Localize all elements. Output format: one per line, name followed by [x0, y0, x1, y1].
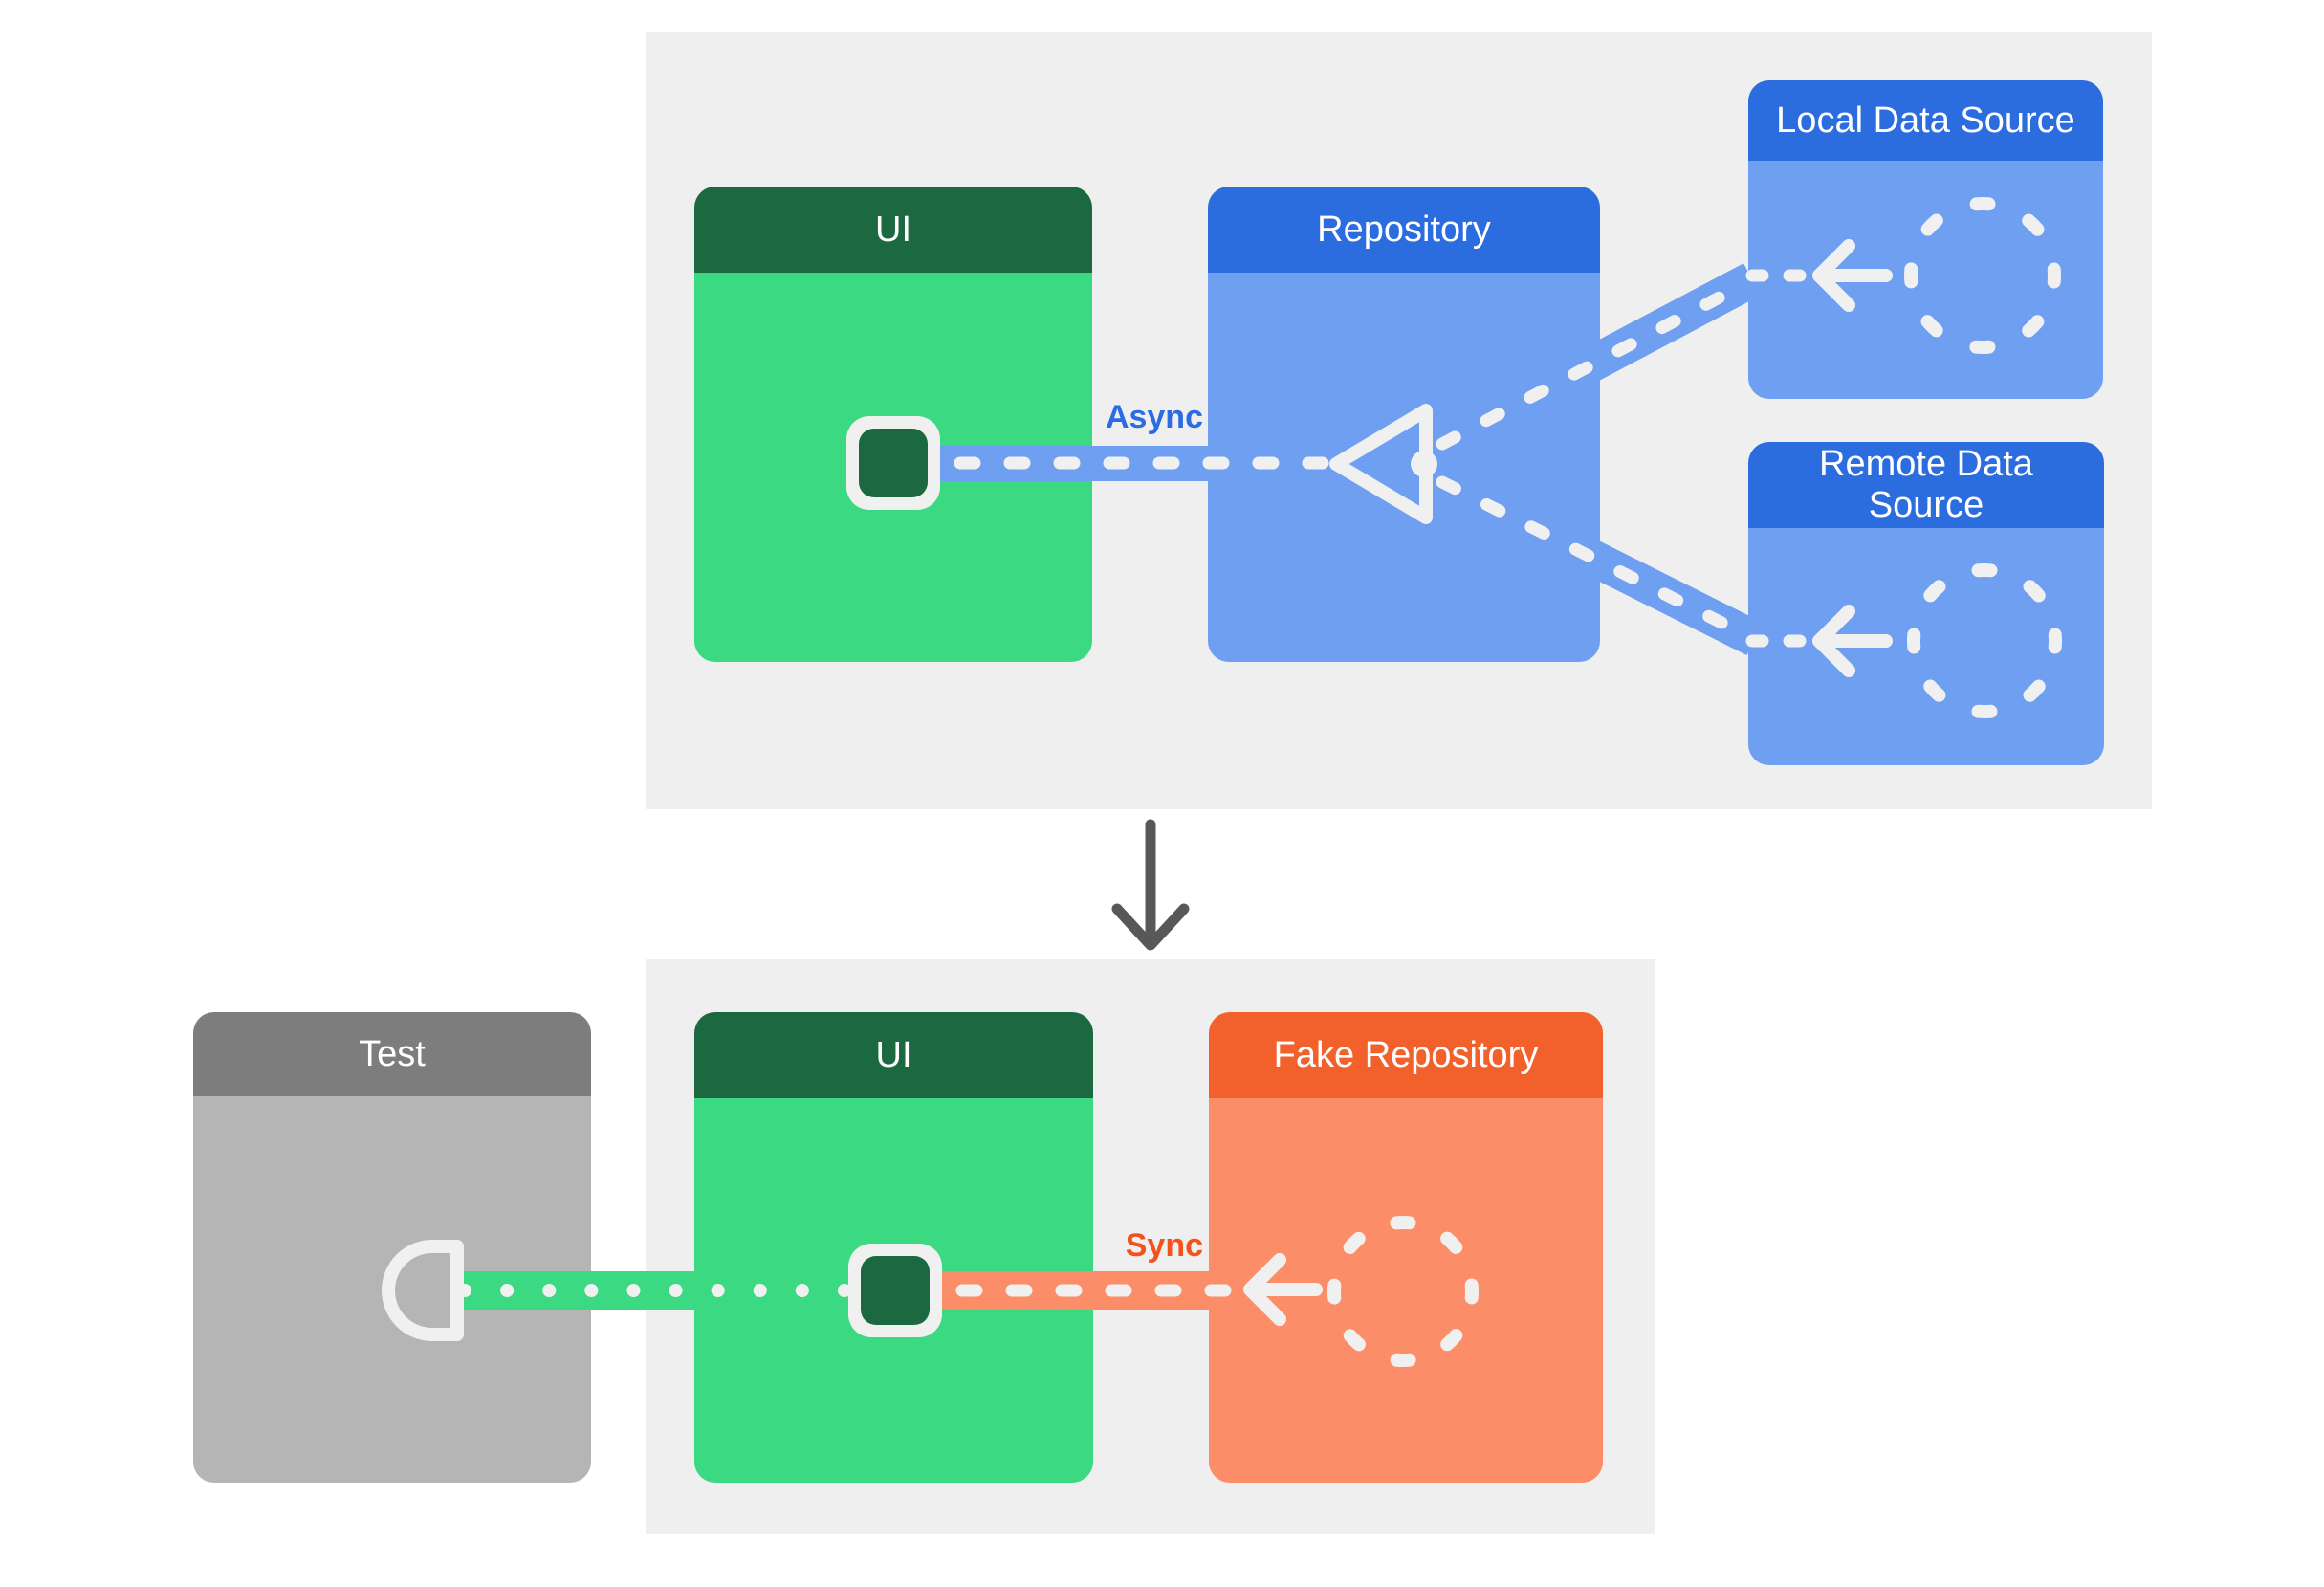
- ui-box-body: [694, 273, 1092, 662]
- remote-data-source-title: Remote Data Source: [1819, 444, 2033, 525]
- ui-under-test-body: [694, 1098, 1093, 1483]
- fake-repository-body: [1209, 1098, 1603, 1483]
- down-arrow-icon: [1111, 819, 1190, 951]
- test-box-title: Test: [359, 1033, 426, 1074]
- ui-under-test-header: UI: [694, 1012, 1093, 1098]
- remote-data-source-box: Remote Data Source: [1748, 442, 2104, 765]
- repository-box-title: Repository: [1317, 209, 1491, 250]
- async-label: Async: [1105, 399, 1203, 435]
- local-data-source-body: [1748, 161, 2103, 399]
- fake-repository-header: Fake Repository: [1209, 1012, 1603, 1098]
- remote-data-source-body: [1748, 528, 2104, 765]
- test-box: Test: [193, 1012, 591, 1483]
- fake-repository-box: Fake Repository: [1209, 1012, 1603, 1483]
- ui-box-header: UI: [694, 187, 1092, 273]
- local-data-source-box: Local Data Source: [1748, 80, 2103, 399]
- test-box-header: Test: [193, 1012, 591, 1096]
- repository-box-header: Repository: [1208, 187, 1600, 273]
- ui-box-title: UI: [875, 209, 911, 250]
- ui-under-test-title: UI: [875, 1034, 912, 1075]
- local-data-source-title: Local Data Source: [1776, 99, 2075, 141]
- repository-box-body: [1208, 273, 1600, 662]
- repository-box: Repository: [1208, 187, 1600, 662]
- remote-data-source-header: Remote Data Source: [1748, 442, 2104, 528]
- local-data-source-header: Local Data Source: [1748, 80, 2103, 161]
- test-box-body: [193, 1096, 591, 1483]
- fake-repository-title: Fake Repository: [1273, 1034, 1539, 1075]
- sync-label: Sync: [1125, 1227, 1203, 1264]
